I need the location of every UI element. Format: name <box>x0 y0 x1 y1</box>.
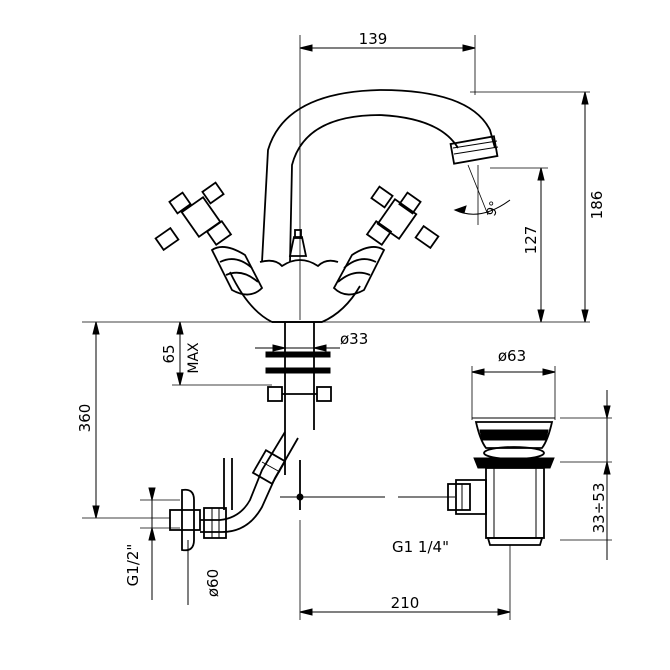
dim-360: 360 <box>76 404 94 433</box>
left-cross-handle <box>154 181 264 296</box>
dim-g1-2: G1/2" <box>124 544 142 587</box>
faucet-body <box>229 89 499 323</box>
dim-g1-1-4: G1 1/4" <box>392 538 449 556</box>
dim-139: 139 <box>359 30 388 48</box>
dimension-labels: 139 186 127 9° ø33 65 MAX 360 ø63 33÷53 … <box>76 30 608 612</box>
pop-up-waste <box>447 417 555 546</box>
dim-33-53: 33÷53 <box>590 483 608 534</box>
dim-65: 65 <box>160 344 178 363</box>
right-cross-handle <box>332 185 440 296</box>
dim-max: MAX <box>186 342 202 374</box>
mounting-shank <box>265 322 455 510</box>
supply-hose <box>169 431 299 552</box>
dim-ø60: ø60 <box>204 569 222 597</box>
dim-210: 210 <box>391 594 420 612</box>
dim-ø63: ø63 <box>498 347 526 365</box>
dim-9-degree: 9° <box>484 199 503 218</box>
dim-127: 127 <box>522 226 540 255</box>
dim-186: 186 <box>588 191 606 220</box>
dim-ø33: ø33 <box>340 330 368 348</box>
dimension-lines <box>82 35 612 620</box>
